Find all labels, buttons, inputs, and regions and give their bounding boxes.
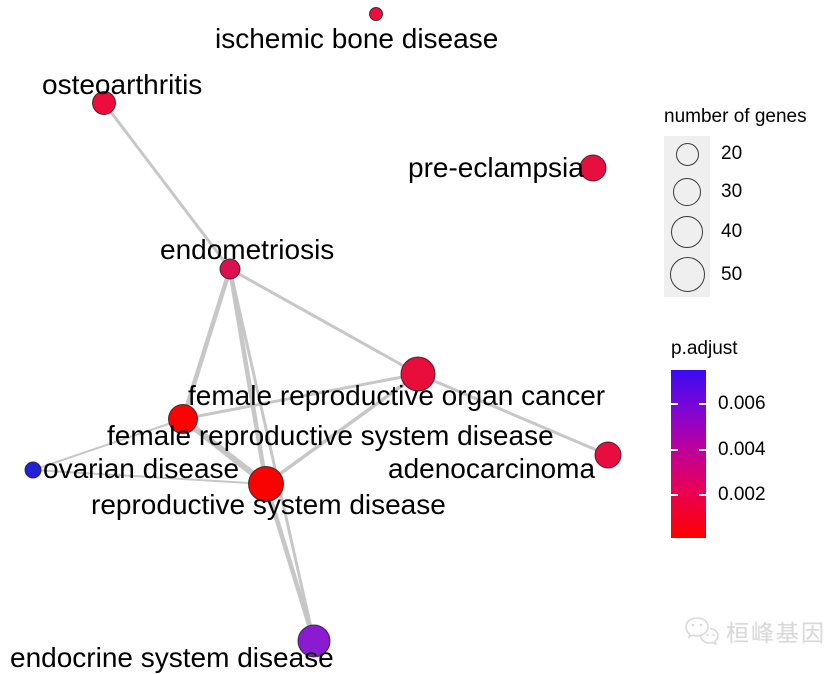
node-female_reproductive_system_disease — [168, 404, 198, 434]
node-label-reproductive_system_disease: reproductive system disease — [91, 489, 446, 520]
edge-endometriosis--female_reproductive_system_disease — [180, 268, 233, 420]
size-legend-title: number of genes — [664, 106, 807, 127]
watermark: 桓峰基因 — [684, 614, 826, 648]
color-gradient-bar — [671, 370, 706, 538]
size-legend-value: 40 — [721, 220, 743, 242]
edge-endometriosis--female_reproductive_organ_cancer — [229, 267, 419, 376]
size-legend-value: 20 — [721, 143, 743, 164]
size-legend-circle-icon — [669, 257, 705, 292]
color-tick-mark — [699, 403, 706, 405]
size-legend-key — [664, 172, 710, 211]
edge-female_reproductive_system_disease--ovarian_disease — [32, 418, 184, 471]
color-gradient-body: 0.006 0.004 0.002 — [671, 370, 766, 538]
edge-reproductive_system_disease--ovarian_disease — [32, 469, 267, 485]
color-tick-mark — [671, 403, 678, 405]
size-legend-row: 30 — [664, 172, 807, 211]
edge-reproductive_system_disease--female_reproductive_organ_cancer — [264, 372, 420, 486]
color-tick-value: 0.002 — [718, 484, 766, 505]
node-reproductive_system_disease — [248, 466, 284, 502]
node-label-ovarian_disease: ovarian disease — [43, 453, 240, 484]
color-tick-mark — [671, 449, 678, 451]
edge-female_reproductive_system_disease--female_reproductive_organ_cancer — [182, 372, 419, 421]
node-female_reproductive_organ_cancer — [400, 356, 436, 392]
node-ovarian_disease — [24, 461, 42, 479]
node-endometriosis — [219, 258, 241, 280]
size-legend-row: 50 — [664, 252, 807, 297]
watermark-text: 桓峰基因 — [726, 620, 826, 646]
color-legend: p.adjust 0.006 0.004 0.002 — [671, 338, 766, 538]
edge-endometriosis--reproductive_system_disease — [227, 268, 269, 485]
size-legend: number of genes 20 30 40 50 — [664, 106, 807, 297]
color-tick-mark — [671, 494, 678, 496]
size-legend-value: 30 — [721, 180, 743, 202]
node-ischemic_bone_disease — [369, 7, 383, 21]
node-label-endometriosis: endometriosis — [160, 234, 335, 265]
edge-osteoarthritis--endometriosis — [102, 102, 232, 270]
node-adenocarcinoma — [594, 441, 622, 469]
wechat-bubbles-icon — [685, 617, 719, 646]
color-legend-title: p.adjust — [671, 338, 738, 359]
size-legend-value: 50 — [721, 263, 743, 285]
color-tick-mark — [699, 449, 706, 451]
node-osteoarthritis — [92, 91, 116, 115]
size-legend-keys: 20 30 40 50 — [664, 136, 807, 297]
color-tick-value: 0.006 — [718, 393, 766, 414]
size-legend-circle-icon — [673, 177, 701, 206]
size-legend-row: 20 — [664, 136, 807, 172]
size-legend-key — [664, 252, 710, 297]
edge-female_reproductive_organ_cancer--adenocarcinoma — [417, 372, 609, 457]
node-label-ischemic_bone_disease: ischemic bone disease — [215, 23, 499, 54]
size-legend-circle-icon — [675, 142, 699, 166]
color-tick-mark — [699, 494, 706, 496]
edge-endometriosis--endocrine_system_disease — [228, 268, 316, 642]
size-legend-key — [664, 211, 710, 252]
color-tick-value: 0.004 — [718, 439, 766, 460]
node-label-osteoarthritis: osteoarthritis — [42, 69, 203, 100]
edge-reproductive_system_disease--endocrine_system_disease — [263, 483, 317, 642]
node-label-female_reproductive_system_disease: female reproductive system disease — [107, 420, 554, 451]
size-legend-circle-icon — [671, 215, 703, 248]
node-label-pre_eclampsia: pre-eclampsia — [408, 152, 584, 183]
node-endocrine_system_disease — [297, 624, 331, 658]
node-pre_eclampsia — [579, 154, 607, 182]
size-legend-row: 40 — [664, 211, 807, 252]
node-label-female_reproductive_organ_cancer: female reproductive organ cancer — [188, 380, 606, 411]
node-label-endocrine_system_disease: endocrine system disease — [10, 642, 334, 673]
size-legend-key — [664, 136, 710, 172]
node-label-adenocarcinoma: adenocarcinoma — [388, 453, 596, 484]
